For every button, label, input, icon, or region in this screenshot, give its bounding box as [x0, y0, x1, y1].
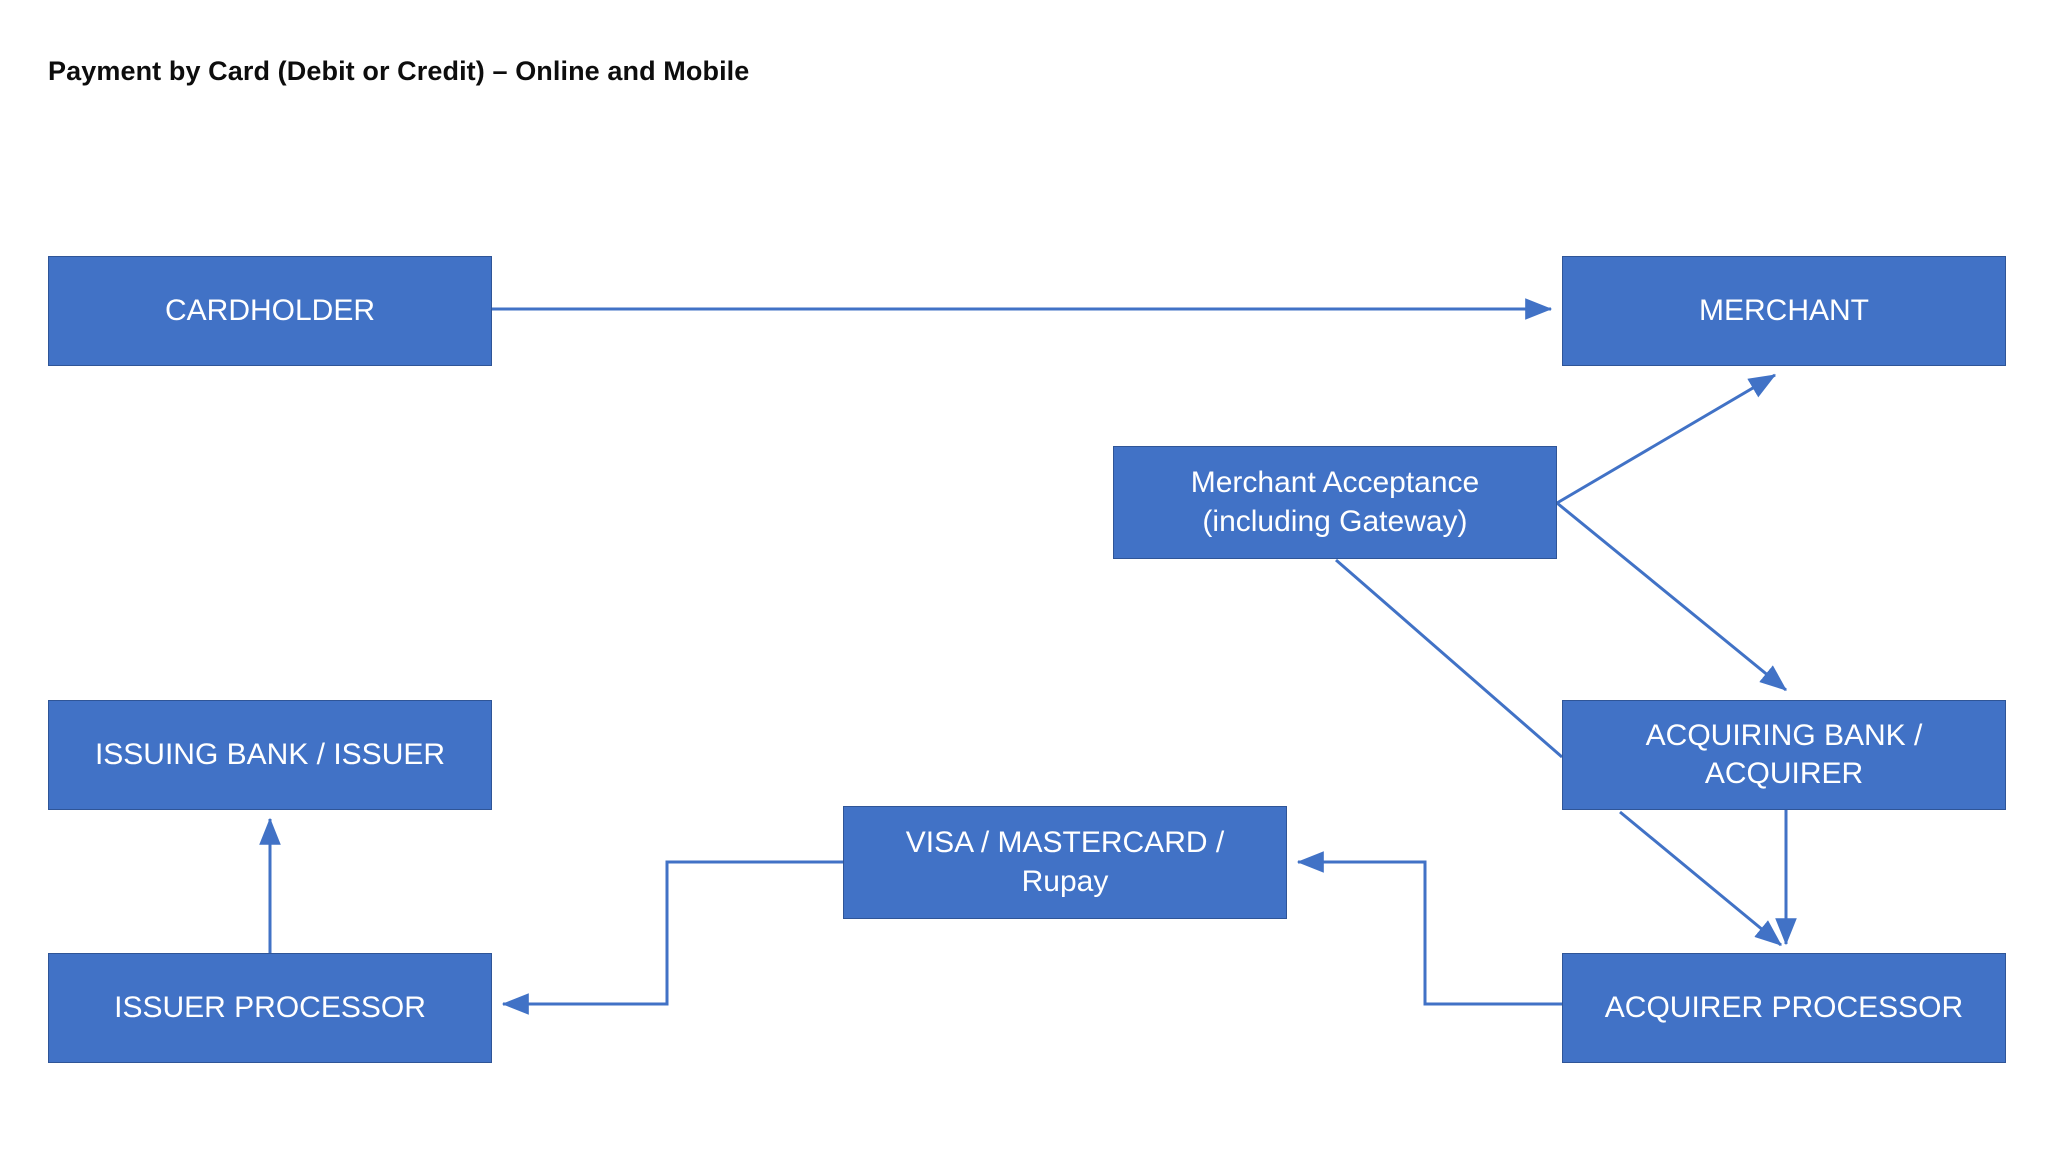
- node-acquirer-processor[interactable]: ACQUIRER PROCESSOR: [1562, 953, 2006, 1063]
- node-cardholder[interactable]: CARDHOLDER: [48, 256, 492, 366]
- node-issuer-processor[interactable]: ISSUER PROCESSOR: [48, 953, 492, 1063]
- edge-acceptance-to-acquiring-bank-top: [1556, 501, 1787, 692]
- node-merchant-acceptance[interactable]: Merchant Acceptance (including Gateway): [1113, 446, 1557, 559]
- edge-acceptance-to-acquiring-bank-left: [1335, 558, 1563, 759]
- page-title: Payment by Card (Debit or Credit) – Onli…: [48, 56, 750, 86]
- node-merchant[interactable]: MERCHANT: [1562, 256, 2006, 366]
- node-issuing-bank[interactable]: ISSUING BANK / ISSUER: [48, 700, 492, 810]
- node-acquiring-bank[interactable]: ACQUIRING BANK / ACQUIRER: [1562, 700, 2006, 810]
- edge-acquiring-bank-to-acquirer-processor-diagonal: [1619, 810, 1782, 947]
- edge-acquirer-processor-to-network: [1296, 851, 1562, 1006]
- edge-network-to-issuer-processor: [501, 860, 843, 1015]
- node-card-network[interactable]: VISA / MASTERCARD / Rupay: [843, 806, 1287, 919]
- edge-acceptance-to-merchant: [1556, 373, 1777, 505]
